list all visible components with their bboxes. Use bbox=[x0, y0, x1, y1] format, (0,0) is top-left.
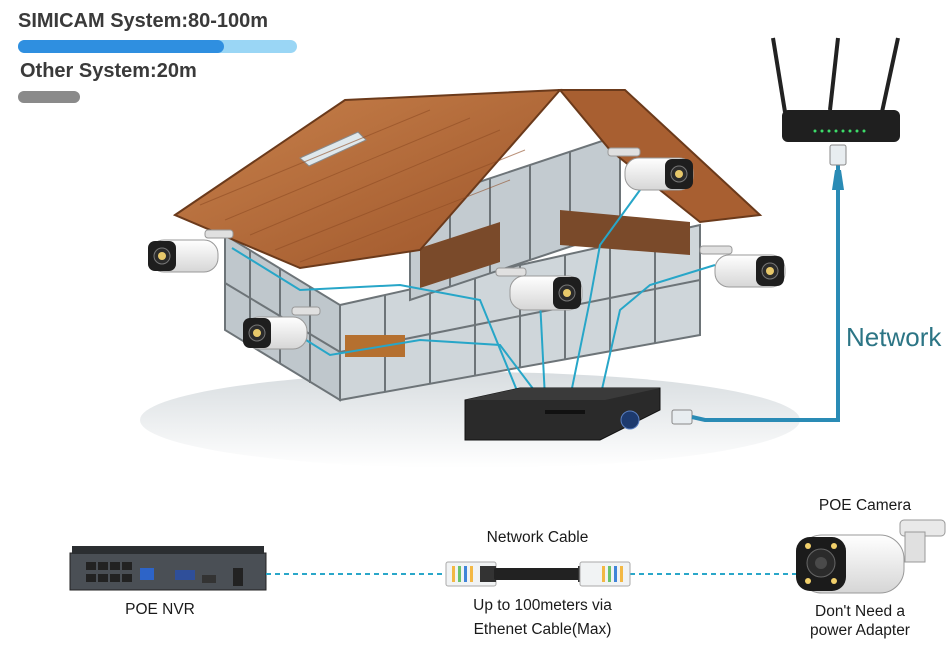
simicam-range-fill bbox=[18, 40, 225, 53]
bottom-poe-camera bbox=[796, 519, 946, 594]
camera-right bbox=[699, 245, 786, 288]
roof-right-slope bbox=[557, 89, 763, 224]
poe-camera-title: POE Camera bbox=[818, 497, 912, 514]
rj45-nvr-side bbox=[671, 409, 693, 425]
sofa bbox=[345, 335, 405, 357]
simicam-range-label: SIMICAM System:80-100m bbox=[18, 10, 269, 32]
simicam-range-track bbox=[18, 40, 297, 53]
camera-center bbox=[495, 267, 583, 311]
network-cable-to-router bbox=[691, 162, 840, 422]
other-range-label: Other System:20m bbox=[20, 60, 197, 82]
camera-left-upper bbox=[148, 229, 234, 273]
network-cable bbox=[445, 561, 631, 587]
network-cable-title: Network Cable bbox=[486, 529, 589, 546]
rj45-router-side bbox=[829, 144, 847, 166]
poe-nvr-label: POE NVR bbox=[125, 601, 195, 618]
network-label: Network bbox=[846, 322, 942, 352]
bottom-nvr bbox=[69, 546, 267, 591]
network-cable-caption-line2: Ethenet Cable(Max) bbox=[473, 621, 612, 638]
cable-boot bbox=[832, 170, 844, 190]
roof bbox=[172, 88, 763, 270]
camera-caption-line1: Don't Need a bbox=[815, 603, 905, 620]
nvr-device bbox=[464, 387, 661, 441]
roof-left-slope bbox=[172, 88, 563, 270]
balcony-right bbox=[560, 210, 690, 255]
balcony-left bbox=[420, 222, 500, 288]
camera-left-lower bbox=[243, 306, 321, 350]
camera-top-right bbox=[607, 147, 694, 191]
network-cable-caption-line1: Up to 100meters via bbox=[473, 597, 612, 614]
other-range-track bbox=[18, 91, 80, 103]
other-range-fill bbox=[18, 91, 80, 103]
camera-caption-line2: power Adapter bbox=[810, 622, 910, 639]
skylight bbox=[299, 131, 367, 167]
internal-cables bbox=[231, 189, 716, 399]
router bbox=[771, 37, 900, 142]
